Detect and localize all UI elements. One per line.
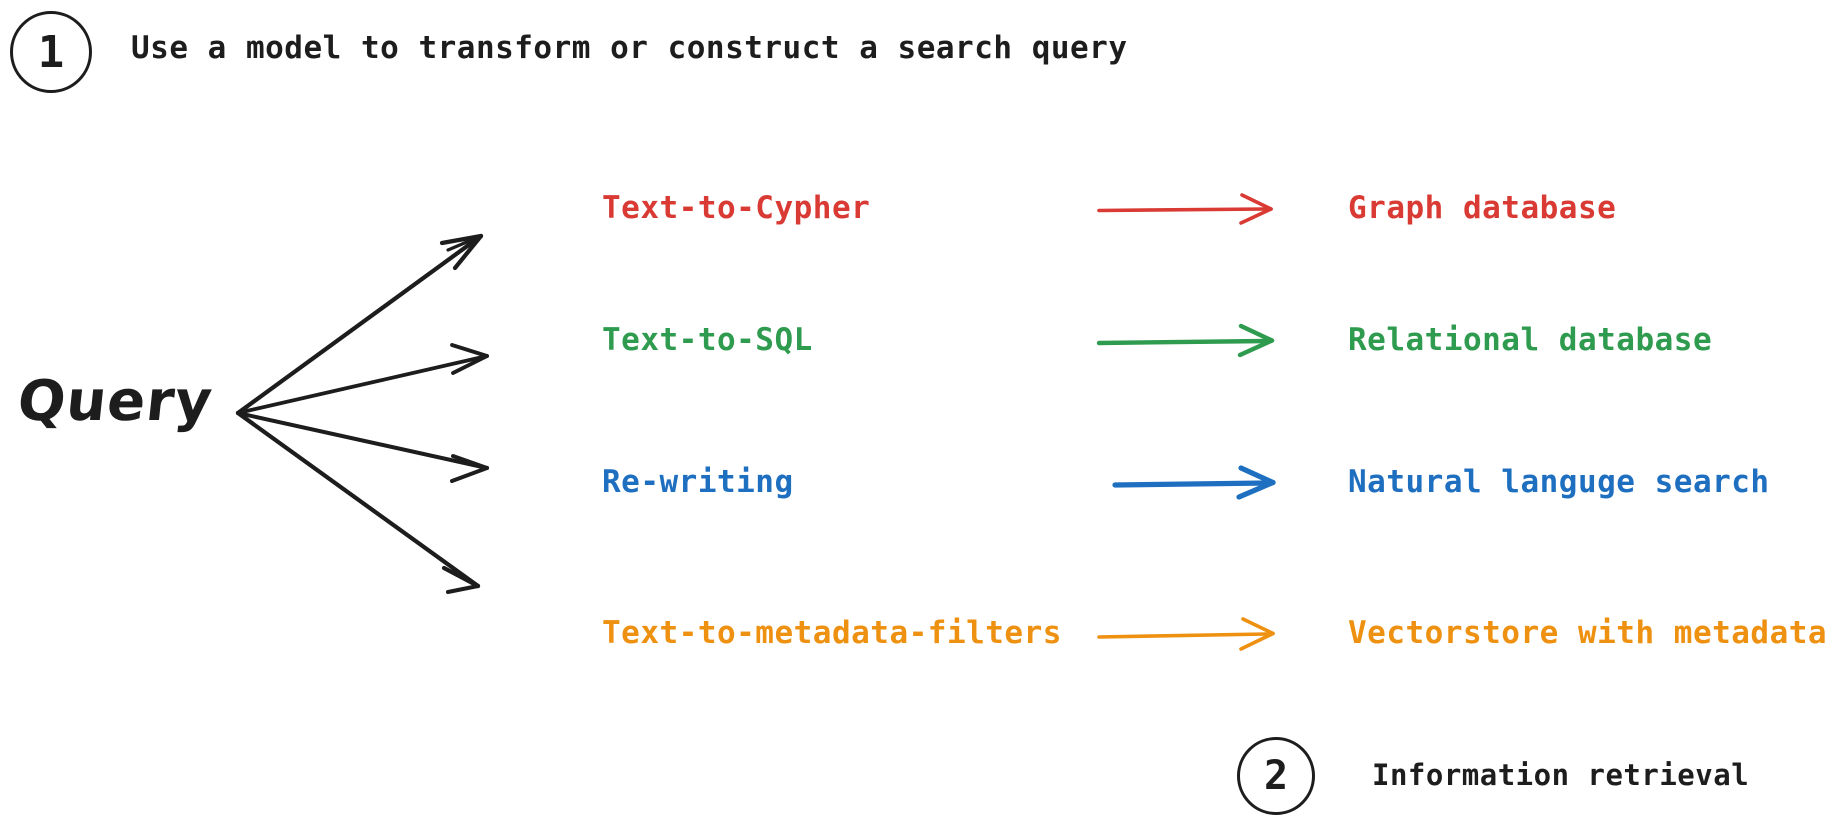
step-caption-1: Use a model to transform or construct a … bbox=[131, 30, 1128, 66]
fan-arrow-2 bbox=[236, 343, 489, 415]
method-label-text-to-metadata-filters: Text-to-metadata-filters bbox=[602, 615, 1062, 651]
method-label-re-writing: Re-writing bbox=[602, 464, 794, 500]
fan-arrow-1 bbox=[235, 233, 484, 416]
step-caption-2: Information retrieval bbox=[1372, 758, 1750, 792]
target-label-graph-database: Graph database bbox=[1348, 190, 1617, 226]
connector-arrow-blue bbox=[1112, 465, 1276, 500]
step-badge-2: 2 bbox=[1237, 737, 1315, 815]
fan-arrow-3 bbox=[236, 411, 489, 483]
query-source-label: Query bbox=[14, 369, 216, 434]
step-badge-1: 1 bbox=[10, 11, 92, 93]
connector-arrow-green bbox=[1096, 323, 1275, 358]
connector-arrow-red bbox=[1097, 193, 1273, 225]
fan-arrow-4 bbox=[235, 410, 481, 595]
target-label-vectorstore-with-metadata: Vectorstore with metadata bbox=[1348, 615, 1828, 651]
connector-arrow-orange bbox=[1097, 617, 1275, 651]
target-label-relational-database: Relational database bbox=[1348, 322, 1713, 358]
method-label-text-to-sql: Text-to-SQL bbox=[602, 322, 813, 358]
method-label-text-to-cypher: Text-to-Cypher bbox=[602, 190, 871, 226]
target-label-natural-language-search: Natural languge search bbox=[1348, 464, 1770, 500]
